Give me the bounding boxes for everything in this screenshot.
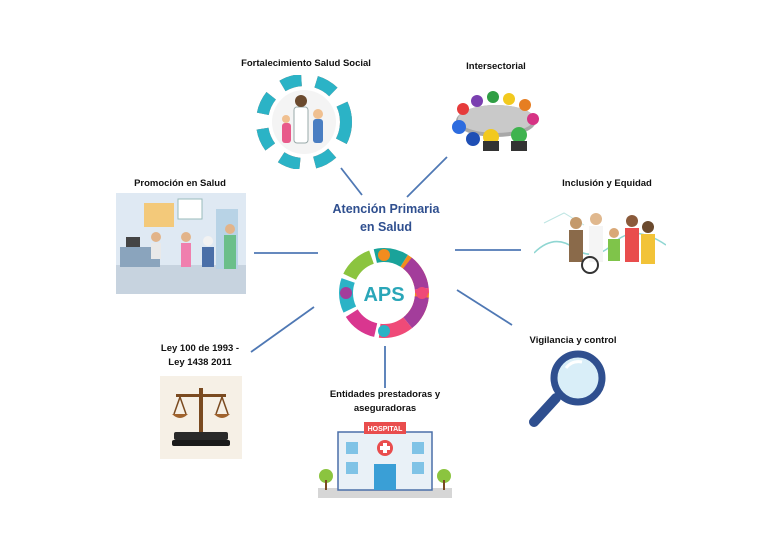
label-entidades-line1: Entidades prestadoras y bbox=[329, 389, 441, 400]
diverse-people-icon bbox=[534, 193, 666, 287]
label-fortalecimiento: Fortalecimiento Salud Social bbox=[241, 58, 371, 69]
label-ley-line1: Ley 100 de 1993 - bbox=[160, 343, 240, 354]
center-title-line1: Atención Primaria bbox=[332, 202, 440, 216]
center-title: Atención Primaria en Salud bbox=[318, 200, 454, 236]
connector-ley bbox=[250, 306, 315, 353]
aps-text: APS bbox=[363, 284, 404, 306]
meeting-table-icon bbox=[452, 91, 539, 151]
label-inclusion: Inclusión y Equidad bbox=[562, 178, 652, 189]
label-entidades-line2: aseguradoras bbox=[353, 403, 417, 414]
connector-intersectorial bbox=[406, 156, 448, 198]
label-entidades: Entidades prestadoras y aseguradoras bbox=[315, 388, 455, 416]
label-ley-line2: Ley 1438 2011 bbox=[168, 357, 232, 368]
center-title-line2: en Salud bbox=[359, 220, 413, 234]
connector-vigilancia bbox=[456, 289, 513, 326]
magnifying-glass-icon bbox=[529, 350, 606, 427]
scales-of-justice-icon bbox=[160, 376, 242, 459]
label-intersectorial: Intersectorial bbox=[466, 61, 526, 72]
puzzle-ring-icon bbox=[339, 248, 429, 338]
clinic-scene-icon bbox=[116, 193, 246, 294]
label-ley: Ley 100 de 1993 - Ley 1438 2011 bbox=[150, 342, 250, 370]
hospital-sign-text: HOSPITAL bbox=[368, 426, 404, 433]
label-vigilancia: Vigilancia y control bbox=[529, 335, 617, 346]
aps-logo: APS bbox=[339, 248, 429, 338]
connector-fortalecimiento bbox=[340, 167, 363, 196]
hospital-building-icon: HOSPITAL bbox=[318, 422, 452, 498]
label-promocion: Promoción en Salud bbox=[134, 178, 226, 189]
family-circle-icon bbox=[256, 75, 352, 169]
